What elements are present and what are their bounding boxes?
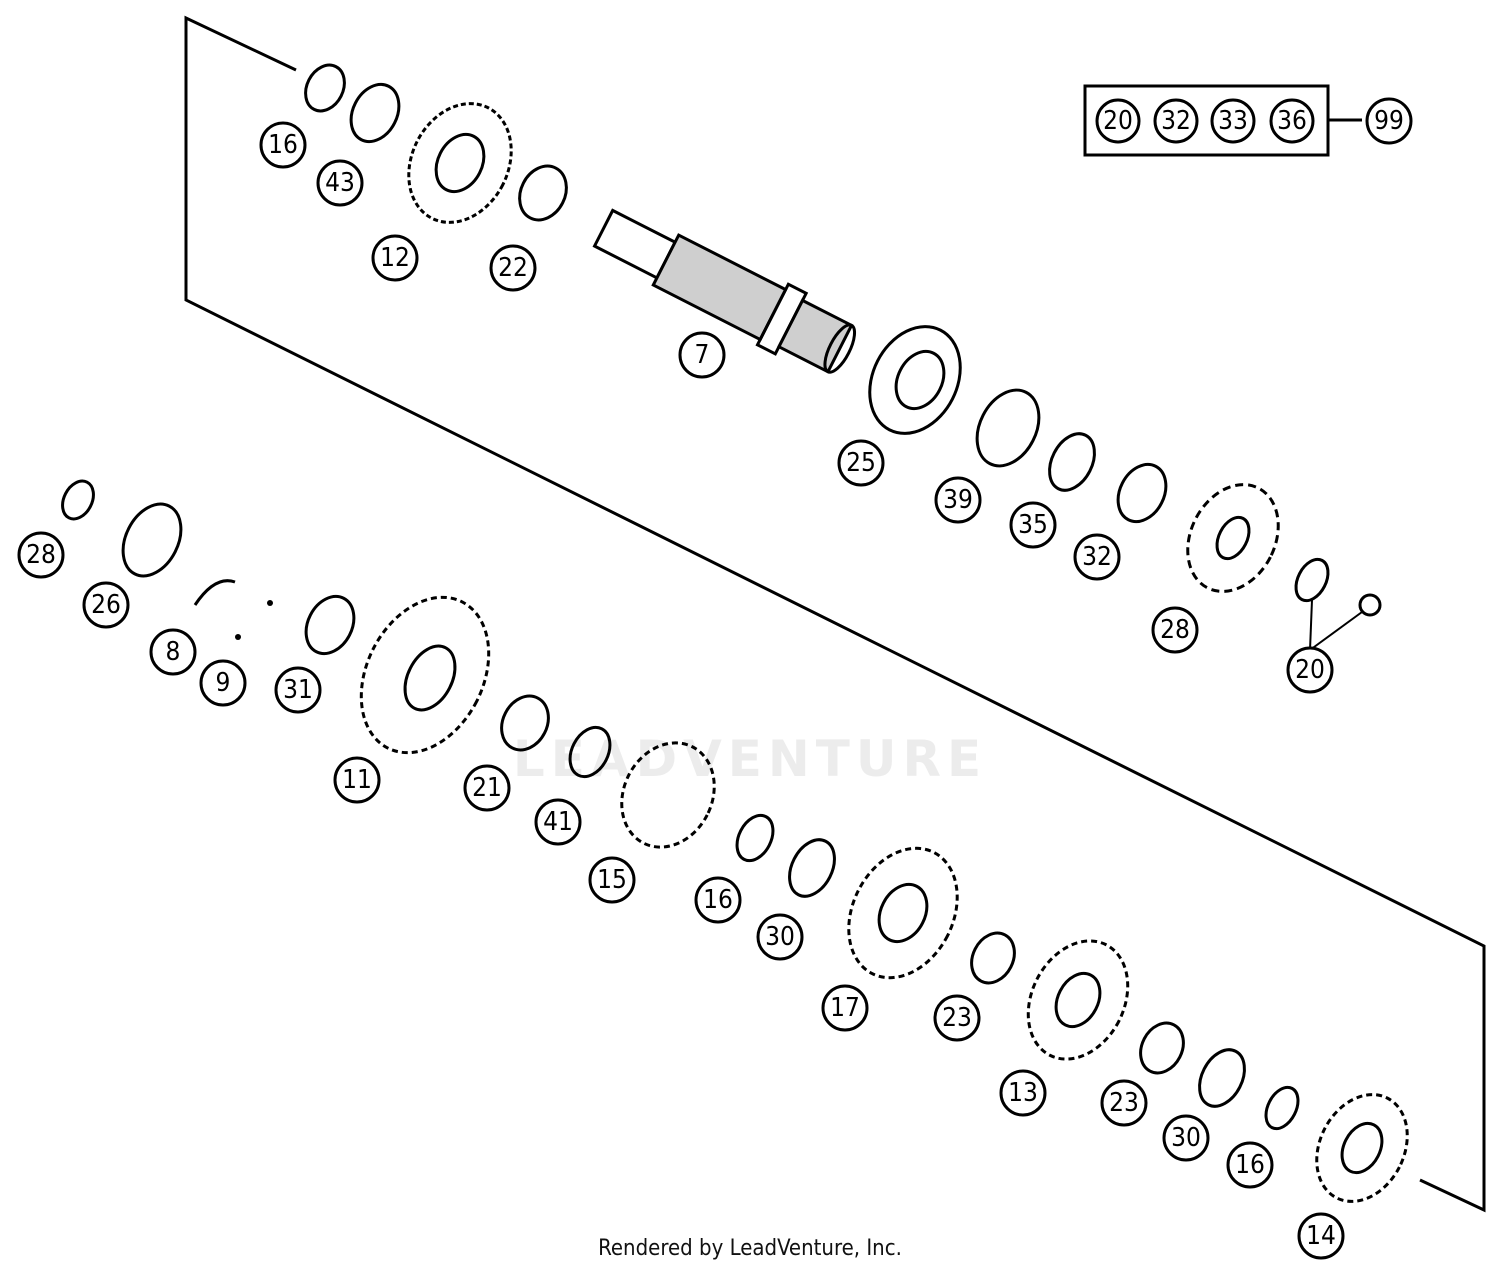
svg-text:31: 31 bbox=[283, 675, 313, 705]
svg-text:11: 11 bbox=[342, 765, 372, 795]
callout-31: 31 bbox=[274, 666, 322, 714]
svg-text:36: 36 bbox=[1277, 106, 1307, 136]
callout-30-lower: 30 bbox=[1162, 1114, 1210, 1162]
callout-7: 7 bbox=[678, 331, 726, 379]
svg-text:23: 23 bbox=[942, 1003, 972, 1033]
callout-21: 21 bbox=[463, 764, 511, 812]
svg-text:7: 7 bbox=[695, 340, 710, 370]
svg-text:9: 9 bbox=[216, 668, 231, 698]
callout-32: 32 bbox=[1073, 533, 1121, 581]
svg-text:14: 14 bbox=[1306, 1221, 1336, 1251]
callout-9: 9 bbox=[199, 659, 247, 707]
main-shaft bbox=[592, 208, 857, 374]
callout-25: 25 bbox=[837, 439, 885, 487]
svg-text:30: 30 bbox=[1171, 1123, 1201, 1153]
svg-text:12: 12 bbox=[380, 243, 410, 273]
svg-text:17: 17 bbox=[830, 993, 860, 1023]
kit-item-20: 20 bbox=[1095, 98, 1141, 144]
upper-shaft-parts bbox=[304, 63, 1382, 651]
callout-26: 26 bbox=[82, 581, 130, 629]
svg-text:15: 15 bbox=[597, 865, 627, 895]
svg-text:21: 21 bbox=[472, 773, 502, 803]
callout-11: 11 bbox=[333, 756, 381, 804]
svg-text:32: 32 bbox=[1161, 106, 1191, 136]
footer-credit: Rendered by LeadVenture, Inc. bbox=[598, 1236, 902, 1261]
kit-item-36: 36 bbox=[1269, 98, 1315, 144]
svg-text:43: 43 bbox=[325, 168, 355, 198]
svg-text:16: 16 bbox=[1235, 1150, 1265, 1180]
callout-39: 39 bbox=[934, 476, 982, 524]
callout-30-upper: 30 bbox=[756, 913, 804, 961]
svg-text:41: 41 bbox=[543, 807, 573, 837]
callout-16-lower: 16 bbox=[1226, 1141, 1274, 1189]
svg-text:16: 16 bbox=[268, 130, 298, 160]
callout-22: 22 bbox=[489, 244, 537, 292]
callout-8: 8 bbox=[149, 628, 197, 676]
kit-item-33: 33 bbox=[1210, 98, 1256, 144]
svg-text:8: 8 bbox=[166, 637, 181, 667]
callout-23-lower: 23 bbox=[1100, 1079, 1148, 1127]
callout-35: 35 bbox=[1009, 501, 1057, 549]
svg-text:28: 28 bbox=[1160, 615, 1190, 645]
svg-text:32: 32 bbox=[1082, 542, 1112, 572]
callout-41: 41 bbox=[534, 798, 582, 846]
svg-text:20: 20 bbox=[1103, 106, 1133, 136]
svg-text:35: 35 bbox=[1018, 510, 1048, 540]
callout-23-upper: 23 bbox=[933, 994, 981, 1042]
kit-item-32: 32 bbox=[1153, 98, 1199, 144]
callout-28-lower: 28 bbox=[17, 531, 65, 579]
callout-13: 13 bbox=[999, 1069, 1047, 1117]
callout-20: 20 bbox=[1286, 646, 1334, 694]
svg-text:39: 39 bbox=[943, 485, 973, 515]
svg-text:20: 20 bbox=[1295, 655, 1325, 685]
svg-text:25: 25 bbox=[846, 448, 876, 478]
assembly-frame bbox=[184, 15, 1486, 1213]
watermark: LEADVENTURE bbox=[512, 730, 988, 788]
svg-text:33: 33 bbox=[1218, 106, 1248, 136]
kit-callout-99: 99 bbox=[1365, 97, 1413, 145]
callout-28-upper: 28 bbox=[1151, 606, 1199, 654]
callout-12: 12 bbox=[371, 234, 419, 282]
svg-text:99: 99 bbox=[1374, 106, 1404, 136]
svg-text:28: 28 bbox=[26, 540, 56, 570]
lower-shaft-parts bbox=[61, 479, 1409, 1203]
svg-text:30: 30 bbox=[765, 922, 795, 952]
svg-text:13: 13 bbox=[1008, 1078, 1038, 1108]
callout-43: 43 bbox=[316, 159, 364, 207]
svg-text:23: 23 bbox=[1109, 1088, 1139, 1118]
svg-text:16: 16 bbox=[703, 885, 733, 915]
svg-text:22: 22 bbox=[498, 253, 528, 283]
callout-15: 15 bbox=[588, 856, 636, 904]
svg-text:26: 26 bbox=[91, 590, 121, 620]
callout-16-upper: 16 bbox=[259, 121, 307, 169]
callout-14: 14 bbox=[1297, 1212, 1345, 1260]
callout-17: 17 bbox=[821, 984, 869, 1032]
callout-16-middle: 16 bbox=[694, 876, 742, 924]
